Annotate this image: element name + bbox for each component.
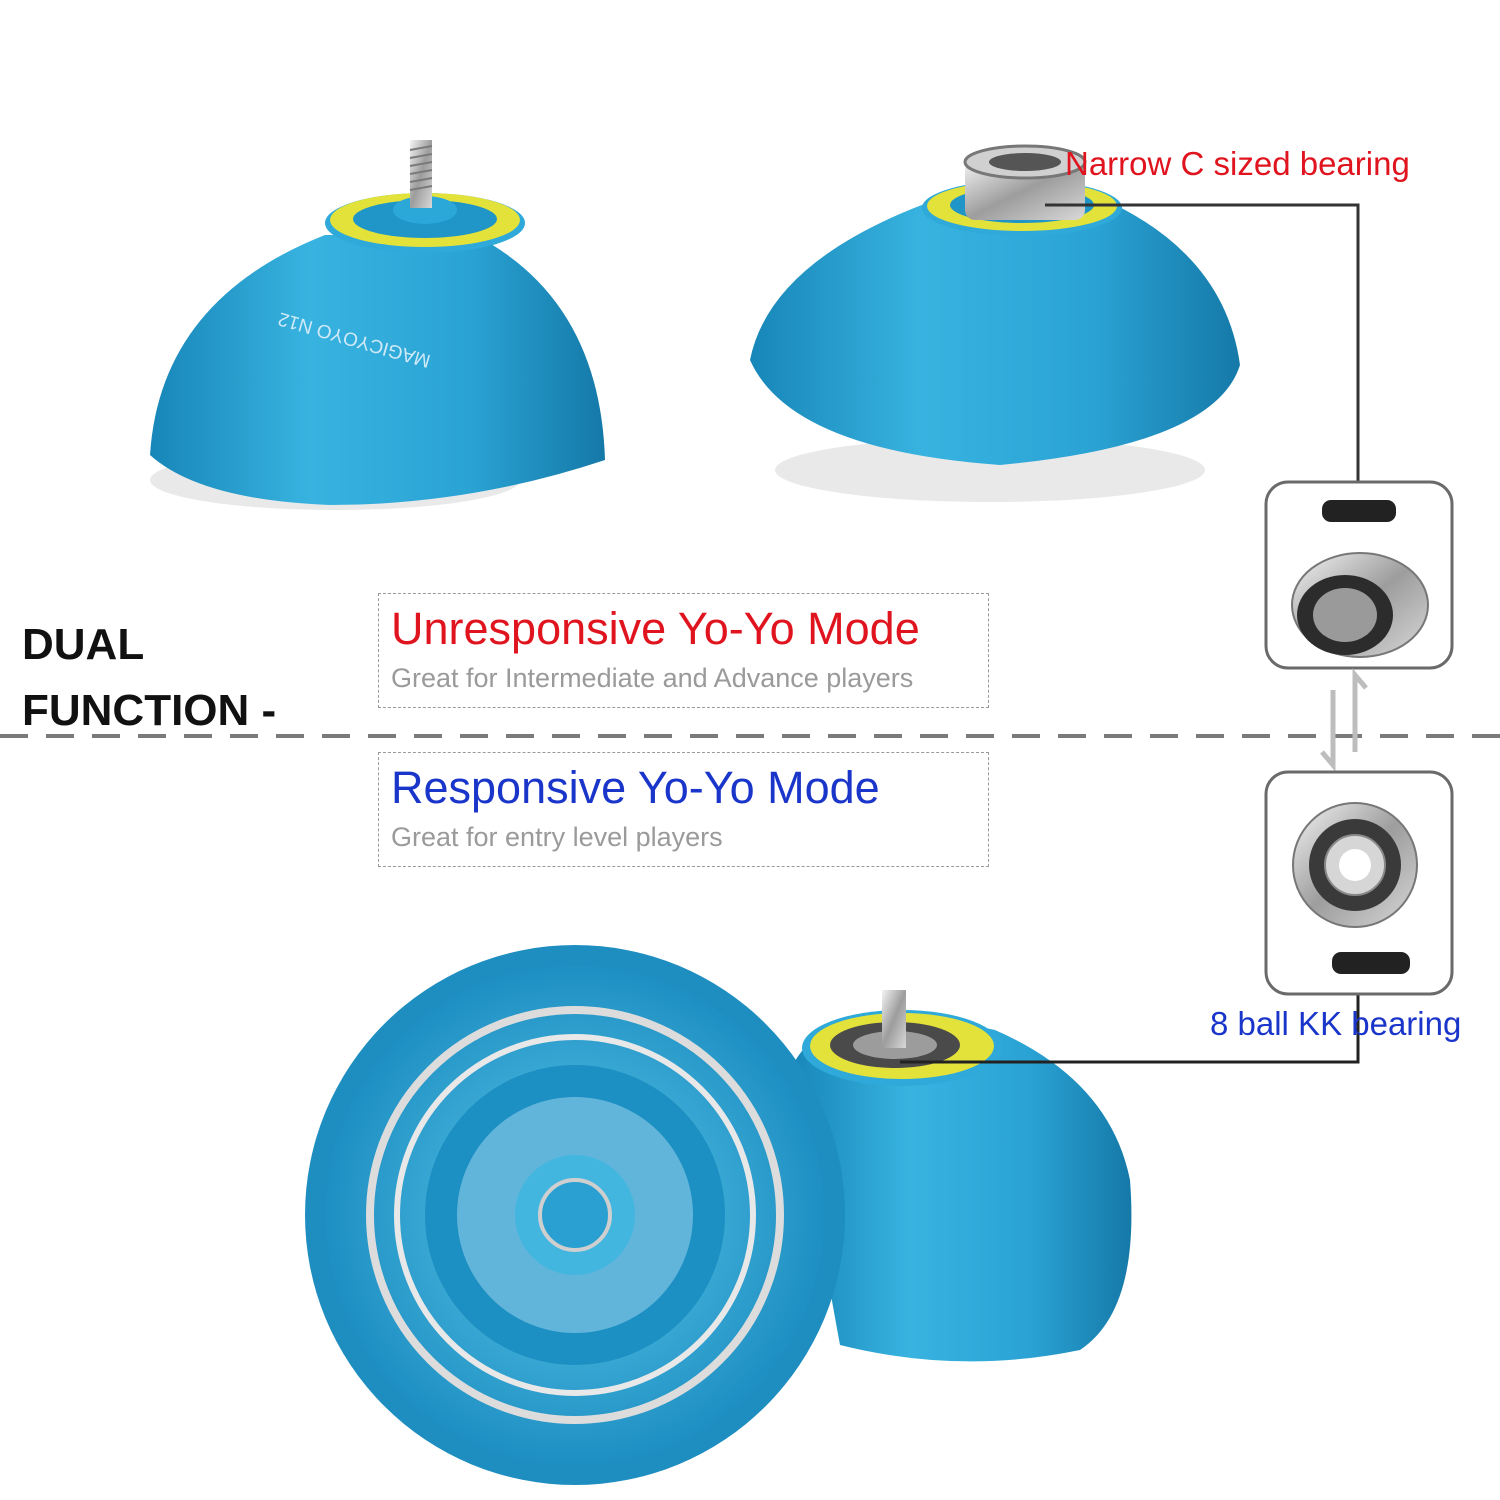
responsive-mode-title: Responsive Yo-Yo Mode: [391, 762, 880, 813]
unresponsive-mode-title: Unresponsive Yo-Yo Mode: [391, 602, 976, 656]
yoyo-bottom: [305, 945, 1132, 1485]
narrow-c-bearing-icon: [1291, 552, 1429, 658]
8-ball-kk-bearing-icon: [1292, 802, 1418, 928]
narrow-bearing-label: Narrow C sized bearing: [1065, 145, 1410, 182]
yoyo-top-left: [150, 140, 605, 510]
kk-bearing-panel: [1264, 770, 1454, 996]
heading-line-2: FUNCTION -: [22, 686, 277, 735]
dual-function-heading: DUAL FUNCTION -: [22, 612, 276, 744]
responsive-mode-box: Responsive Yo-Yo Mode Great for entry le…: [378, 752, 989, 867]
unresponsive-title-part1: Unresponsive: [391, 603, 667, 654]
yoyo-top-right: [750, 144, 1240, 502]
responsive-mode-subtitle: Great for entry level players: [391, 822, 723, 852]
unresponsive-title-part2: Yo-Yo Mode: [677, 603, 920, 654]
axle-screw-icon: [1322, 500, 1396, 522]
unresponsive-mode-subtitle: Great for Intermediate and Advance playe…: [391, 663, 914, 693]
swap-arrows-icon: [1320, 668, 1368, 772]
heading-line-1: DUAL: [22, 620, 145, 669]
narrow-bearing-panel: [1264, 480, 1454, 670]
axle-screw-icon: [1332, 952, 1410, 974]
callout-line-narrow: [1045, 203, 1360, 482]
kk-bearing-label: 8 ball KK bearing: [1210, 1005, 1462, 1042]
unresponsive-mode-box: Unresponsive Yo-Yo Mode Great for Interm…: [378, 593, 989, 708]
callout-line-kk: [900, 995, 1360, 1064]
